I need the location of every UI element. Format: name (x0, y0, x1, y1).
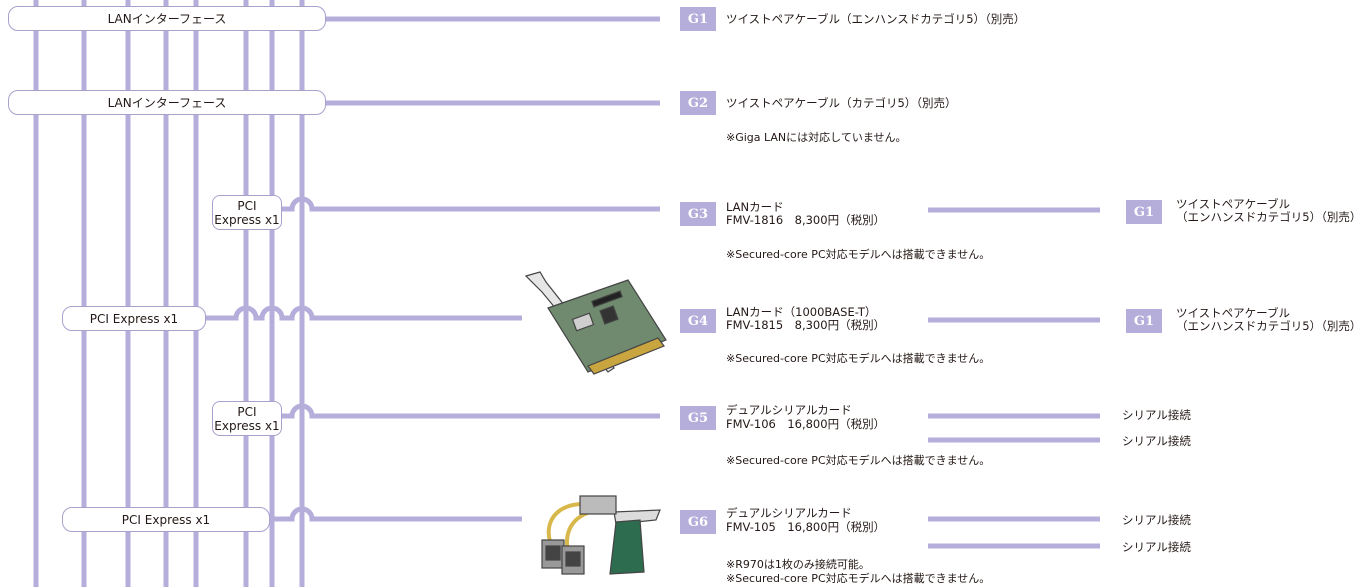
serial-connection-label: シリアル接続 (1122, 540, 1191, 554)
option-price: FMV-105 16,800円（税別） (726, 520, 886, 534)
lan-card-image (524, 271, 667, 375)
option-price: FMV-1815 8,300円（税別） (726, 318, 886, 332)
option-note: ※Secured-core PC対応モデルへは搭載できません。 (726, 248, 991, 261)
option-badge: G1 (680, 7, 716, 31)
option-badge: G6 (680, 510, 716, 534)
option-note: ※R970は1枚のみ接続可能。 (726, 558, 870, 571)
pci-label-line1: PCI (237, 404, 257, 419)
option-note: ※Secured-core PC対応モデルへは搭載できません。 (726, 454, 991, 467)
cable-detail: （エンハンスドカテゴリ5）（別売） (1176, 210, 1362, 224)
pci-label-line1: PCI (237, 198, 257, 213)
connector-g5 (282, 403, 660, 419)
option-badge: G1 (1126, 309, 1162, 333)
option-badge: G1 (1126, 200, 1162, 224)
lan-interface-box: LANインターフェース (8, 90, 326, 115)
pci-label-line2: Express x1 (214, 418, 280, 433)
option-name: LANカード (726, 200, 784, 214)
lan-interface-label: LANインターフェース (107, 95, 227, 110)
option-price: FMV-106 16,800円（税別） (726, 417, 886, 431)
option-badge: G3 (680, 202, 716, 226)
lan-interface-box: LANインターフェース (8, 6, 326, 31)
option-badge: G2 (680, 91, 716, 115)
pci-label-line2: Express x1 (214, 212, 280, 227)
serial-connection-label: シリアル接続 (1122, 513, 1191, 527)
option-name: デュアルシリアルカード (726, 403, 852, 417)
option-note: ※Secured-core PC対応モデルへは搭載できません。 (726, 352, 991, 365)
serial-card-image (541, 495, 661, 575)
option-badge: G5 (680, 406, 716, 430)
option-badge: G4 (680, 309, 716, 333)
cable-name: ツイストペアケーブル (1176, 197, 1290, 211)
pci-label: PCI Express x1 (121, 512, 211, 527)
connector-g4 (206, 305, 522, 321)
cable-detail: （エンハンスドカテゴリ5）（別売） (1176, 319, 1362, 333)
option-note: ※Giga LANには対応していません。 (726, 131, 907, 144)
option-description: ツイストペアケーブル（カテゴリ5）（別売） (726, 96, 957, 110)
option-name: デュアルシリアルカード (726, 506, 852, 520)
pci-express-box: PCI Express x1 (62, 306, 206, 331)
pci-express-box: PCI Express x1 (212, 401, 282, 436)
pci-express-box: PCI Express x1 (212, 195, 282, 230)
pci-express-box: PCI Express x1 (62, 507, 270, 532)
lan-interface-label: LANインターフェース (107, 11, 227, 26)
serial-connection-label: シリアル接続 (1122, 434, 1191, 448)
cable-name: ツイストペアケーブル (1176, 306, 1290, 320)
option-price: FMV-1816 8,300円（税別） (726, 213, 886, 227)
serial-connection-label: シリアル接続 (1122, 408, 1191, 422)
option-note: ※Secured-core PC対応モデルへは搭載できません。 (726, 572, 991, 585)
option-name: LANカード（1000BASE-T） (726, 305, 877, 319)
option-description: ツイストペアケーブル（エンハンスドカテゴリ5）（別売） (726, 12, 1026, 26)
connector-g6 (270, 506, 522, 522)
connector-g3 (282, 196, 660, 212)
pci-label: PCI Express x1 (89, 311, 179, 326)
